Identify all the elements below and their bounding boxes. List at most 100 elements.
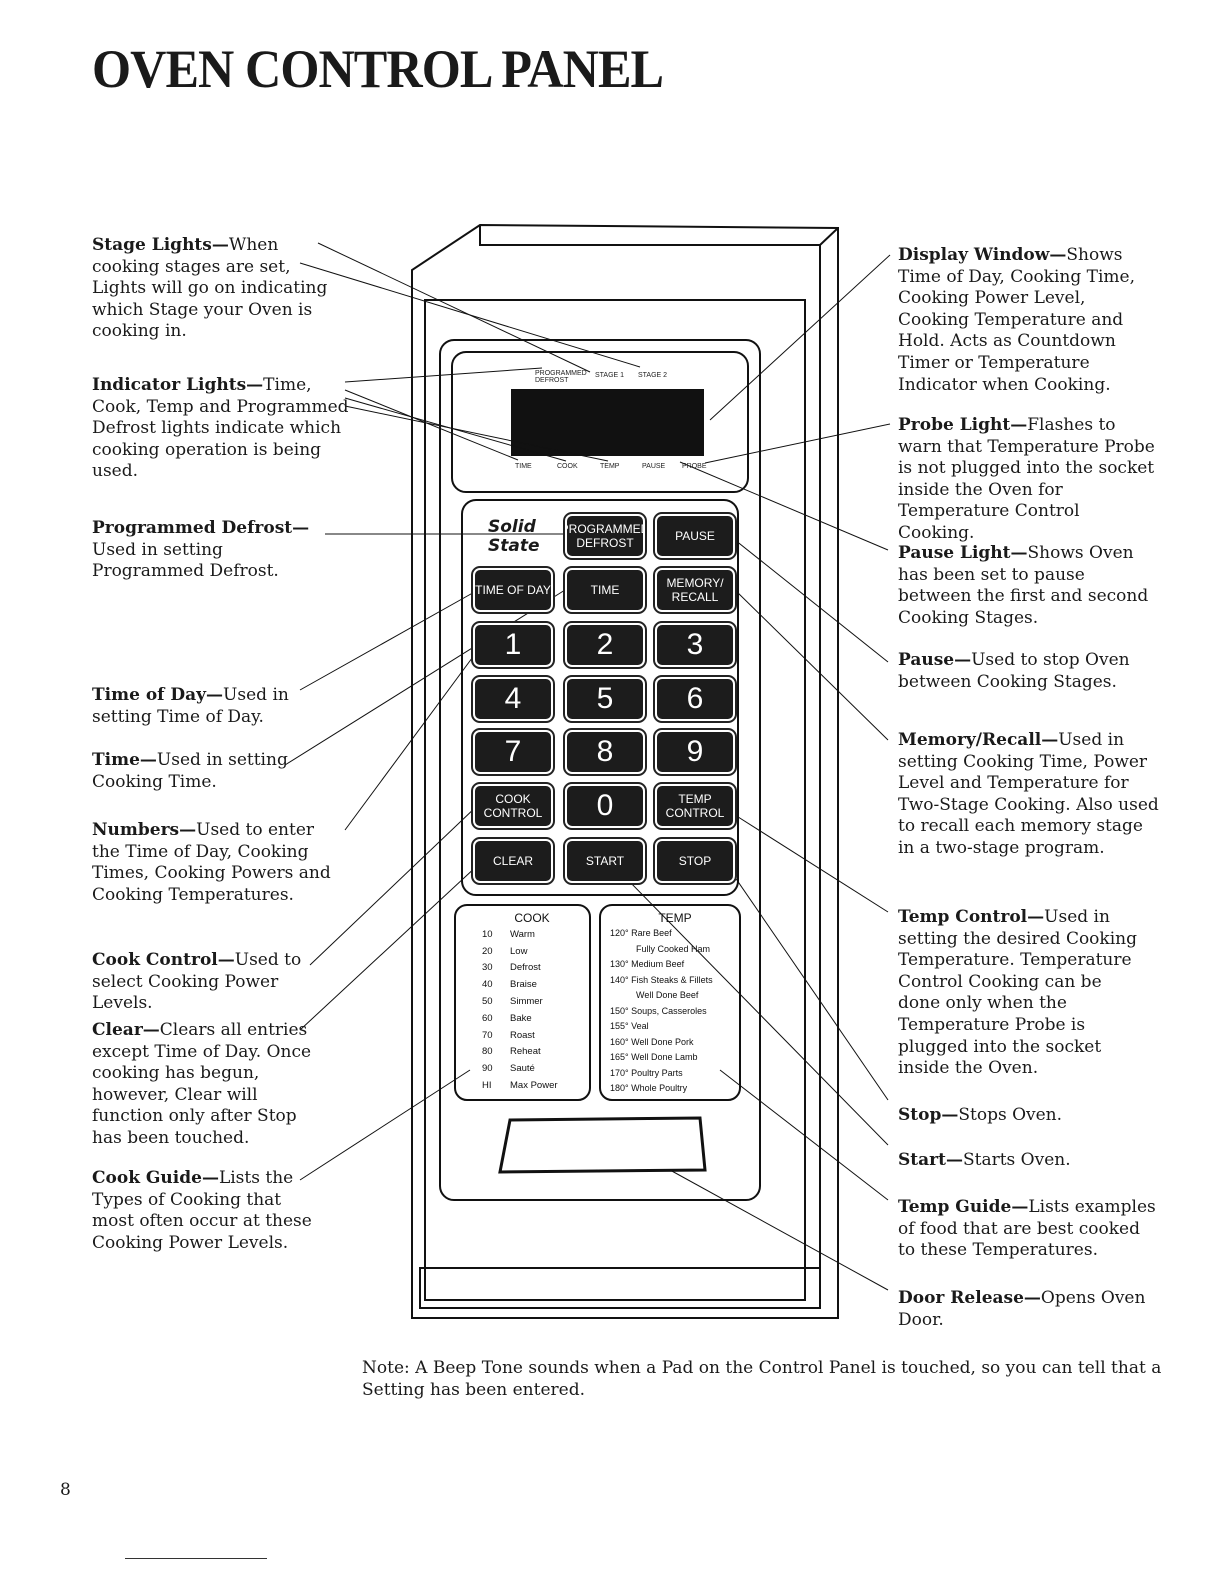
temp-guide-row: 130° Medium Beef	[610, 959, 685, 969]
callout-term: Temp Control	[898, 907, 1028, 927]
power-level: 30	[482, 962, 493, 974]
callout-text: Used to select Cooking Power Levels.	[92, 950, 302, 1014]
callout-left: Stage Lights—When cooking stages are set…	[92, 235, 328, 342]
stop-key[interactable]: STOP	[653, 837, 737, 885]
number-8-key[interactable]: 8	[563, 728, 647, 776]
power-level: HI	[482, 1079, 492, 1091]
callout-left: Cook Guide—Lists the Types of Cooking th…	[92, 1168, 312, 1253]
callout-left: Cook Control—Used to select Cooking Powe…	[92, 950, 302, 1014]
callout-right: Stop—Stops Oven.	[898, 1105, 1063, 1125]
callout-term: Indicator Lights	[92, 375, 247, 395]
brand-logo: Solid State	[488, 517, 540, 556]
callout-text: Clears all entries except Time of Day. O…	[92, 1020, 312, 1148]
stage-1-light: STAGE 1	[595, 372, 625, 379]
callout-term: Probe Light	[898, 415, 1011, 435]
callout-left: Clear—Clears all entries except Time of …	[92, 1020, 312, 1148]
callout-term: Stage Lights	[92, 235, 212, 255]
callout-left: Time of Day—Used in setting Time of Day.	[92, 685, 289, 727]
callout-term: Pause	[898, 650, 955, 670]
callout-term: Start	[898, 1150, 946, 1170]
cook-guide-row: HI Max Power	[482, 1078, 582, 1095]
temp-guide-row: 180° Whole Poultry	[610, 1083, 688, 1093]
number-9-key[interactable]: 9	[653, 728, 737, 776]
callout-text: Stops Oven.	[958, 1105, 1063, 1125]
power-level: 20	[482, 945, 493, 957]
cook-guide-row: 20 Low	[482, 944, 582, 961]
start-key[interactable]: START	[563, 837, 647, 885]
callout-term: Programmed Defrost	[92, 518, 293, 538]
callout-text: Starts Oven.	[962, 1150, 1071, 1170]
stage-2-light: STAGE 2	[638, 372, 668, 379]
cooking-type: Simmer	[510, 995, 543, 1007]
callout-term: Cook Control	[92, 950, 218, 970]
callout-right: Pause—Used to stop Oven between Cooking …	[898, 650, 1130, 692]
callout-term: Door Release	[898, 1288, 1024, 1308]
programmed-defrost-light: PROGRAMMED DEFROST	[535, 370, 587, 384]
temp-guide-row: 140° Fish Steaks & Fillets	[610, 974, 713, 985]
leader-lines	[284, 242, 891, 1291]
callout-text: Flashes to warn that Temperature Probe i…	[898, 415, 1155, 543]
cook-guide-row: 40 Braise	[482, 977, 582, 994]
callout-text: Lists examples of food that are best coo…	[898, 1197, 1156, 1261]
cooking-type: Low	[510, 945, 528, 957]
number-7-key[interactable]: 7	[471, 728, 555, 776]
callout-left: Time—Used in setting Cooking Time.	[92, 750, 288, 792]
number-6-key[interactable]: 6	[653, 675, 737, 723]
power-level: 60	[482, 1012, 493, 1024]
cooking-type: Sauté	[510, 1063, 535, 1075]
cooking-type: Max Power	[510, 1079, 558, 1091]
cook-control-key[interactable]: COOK CONTROL	[471, 782, 555, 830]
power-level: 80	[482, 1046, 493, 1058]
temp-guide-row: 165° Well Done Lamb	[610, 1052, 698, 1062]
number-4-key[interactable]: 4	[471, 675, 555, 723]
temp-guide-row: 170° Poultry Parts	[610, 1067, 683, 1078]
page-number: 8	[60, 1480, 71, 1500]
cooking-type: Defrost	[510, 962, 541, 974]
clear-key[interactable]: CLEAR	[471, 837, 555, 885]
number-1-key[interactable]: 1	[471, 621, 555, 669]
time-key[interactable]: TIME	[563, 566, 647, 614]
time-of-day-key[interactable]: TIME OF DAY	[471, 566, 555, 614]
temp-guide-row: 160° Well Done Pork	[610, 1036, 694, 1047]
cooking-type: Roast	[510, 1029, 535, 1041]
cooking-type: Braise	[510, 979, 537, 991]
callout-term: Memory/Recall	[898, 730, 1042, 750]
callout-right: Probe Light—Flashes to warn that Tempera…	[898, 415, 1155, 543]
callout-left: Indicator Lights—Time, Cook, Temp and Pr…	[92, 375, 349, 482]
callout-text: Used to enter the Time of Day, Cooking T…	[92, 820, 331, 905]
callout-text: Used to stop Oven between Cooking Stages…	[898, 650, 1130, 692]
number-5-key[interactable]: 5	[563, 675, 647, 723]
memory-recall-key[interactable]: MEMORY/ RECALL	[653, 566, 737, 614]
callout-text: Shows Oven has been set to pause between…	[898, 543, 1149, 628]
number-3-key[interactable]: 3	[653, 621, 737, 669]
time-light: TIME	[515, 463, 532, 470]
power-level: 10	[482, 928, 493, 940]
callout-term: Pause Light	[898, 543, 1011, 563]
callout-term: Time of Day	[92, 685, 207, 705]
footer-rule	[125, 1558, 267, 1559]
callout-term: Display Window	[898, 245, 1050, 265]
cook-guide-row: 30 Defrost	[482, 960, 582, 977]
callout-term: Numbers	[92, 820, 180, 840]
programmed-defrost-key[interactable]: PROGRAMMED DEFROST	[561, 512, 649, 560]
temp-guide-row: 150° Soups, Casseroles	[610, 1005, 707, 1016]
callout-term: Cook Guide	[92, 1168, 202, 1188]
callout-right: Start—Starts Oven.	[898, 1150, 1071, 1170]
number-2-key[interactable]: 2	[563, 621, 647, 669]
temp-control-key[interactable]: TEMP CONTROL	[653, 782, 737, 830]
callout-left: Numbers—Used to enter the Time of Day, C…	[92, 820, 331, 905]
callout-text: Used in setting Cooking Time.	[92, 750, 288, 792]
pause-key[interactable]: PAUSE	[653, 512, 737, 560]
power-level: 40	[482, 979, 493, 991]
callout-term: Stop	[898, 1105, 942, 1125]
callout-text: Time, Cook, Temp and Programmed Defrost …	[92, 375, 349, 482]
number-0-key[interactable]: 0	[563, 782, 647, 830]
temp-guide-title: TEMP	[658, 911, 692, 925]
callout-right: Temp Control—Used in setting the desired…	[898, 907, 1137, 1079]
callout-right: Memory/Recall—Used in setting Cooking Ti…	[898, 730, 1159, 858]
